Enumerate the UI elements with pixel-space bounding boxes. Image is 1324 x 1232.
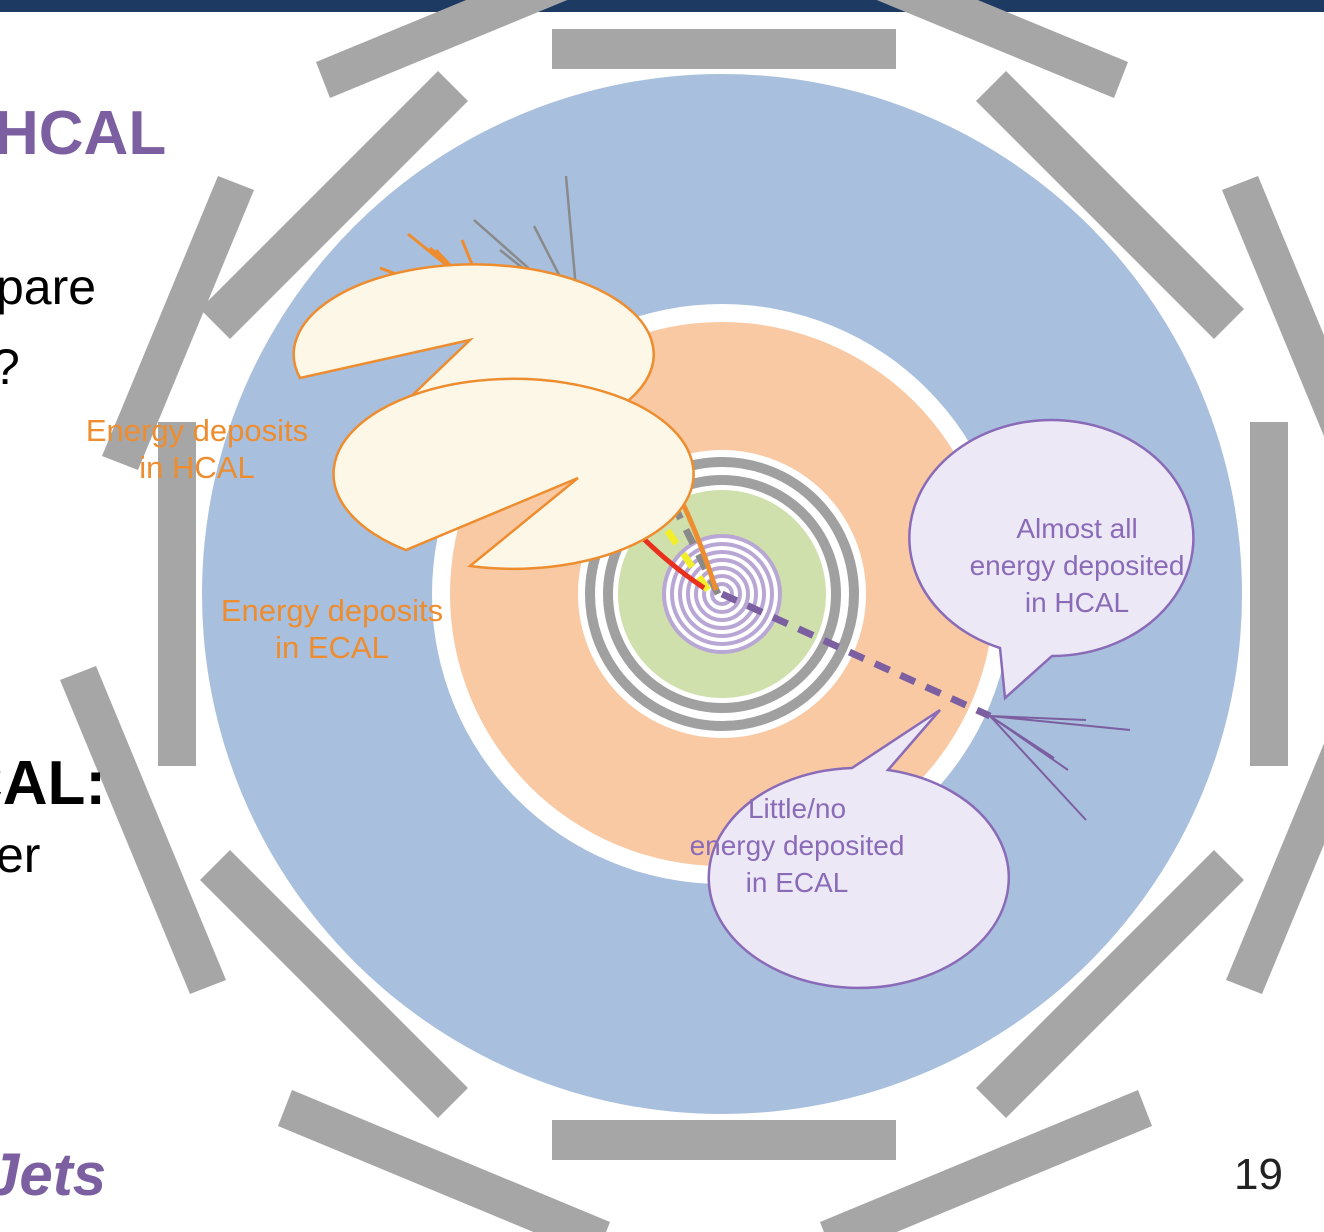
callout-line: Little/no (747, 793, 847, 824)
body-text-fragment: er (0, 827, 41, 883)
muon-chamber-bottom-right (976, 850, 1244, 1118)
callout-line: in HCAL (1024, 587, 1130, 618)
solenoid-outer (585, 457, 859, 731)
slide-heading: HCAL (0, 99, 167, 168)
body-text-fragment: ? (0, 338, 20, 396)
muon-chamber-left (158, 422, 196, 766)
callout-line: energy deposited (969, 550, 1185, 581)
muon-chamber-far-bottom-right (820, 1090, 1152, 1232)
callout-line: Energy deposits (220, 593, 444, 628)
callout-line: in ECAL (745, 867, 849, 898)
callout-almost-bubble (908, 418, 1195, 701)
muon-chamber-far-left-lower (60, 666, 226, 994)
solenoid-inner (603, 475, 841, 713)
callout-line: Energy deposits (85, 413, 309, 448)
muon-chamber-top (552, 29, 896, 69)
muon-chamber-far-bottom-left (278, 1090, 610, 1232)
muon-chamber-bottom (552, 1120, 896, 1160)
footer-title: Jets (0, 1141, 107, 1208)
callout-line: energy deposited (689, 830, 905, 861)
muon-chambers (60, 0, 1324, 1232)
muon-chamber-far-top-right (876, 0, 1128, 98)
callout-almost-label: Almost all energy deposited in HCAL (932, 510, 1222, 621)
muon-chamber-bottom-left (200, 850, 468, 1118)
body-text-fragment: pare (0, 259, 97, 315)
muon-chamber-top-right (976, 71, 1244, 339)
callout-hcal-label: Energy deposits in HCAL (52, 412, 342, 486)
callout-ecal-bubble (332, 377, 695, 571)
callout-little-bubble (707, 708, 1010, 990)
callout-line: Almost all (1016, 513, 1138, 544)
muon-chamber-right (1250, 422, 1288, 766)
purple-neutral-track (720, 590, 1131, 821)
body-heading-fragment: CAL: (0, 749, 107, 818)
page-number: 19 (1234, 1150, 1283, 1199)
muon-chamber-far-left-upper (102, 176, 254, 470)
muon-chamber-far-top-left (316, 0, 568, 98)
muon-chamber-far-right-upper (1222, 176, 1324, 437)
callout-little-label: Little/no energy deposited in ECAL (652, 790, 942, 901)
muon-chamber-top-left (200, 71, 468, 339)
muon-chamber-far-right-lower (1226, 743, 1324, 994)
callout-line: in ECAL (275, 630, 389, 665)
callout-ecal-label: Energy deposits in ECAL (172, 592, 492, 666)
callout-line: in HCAL (139, 450, 255, 485)
